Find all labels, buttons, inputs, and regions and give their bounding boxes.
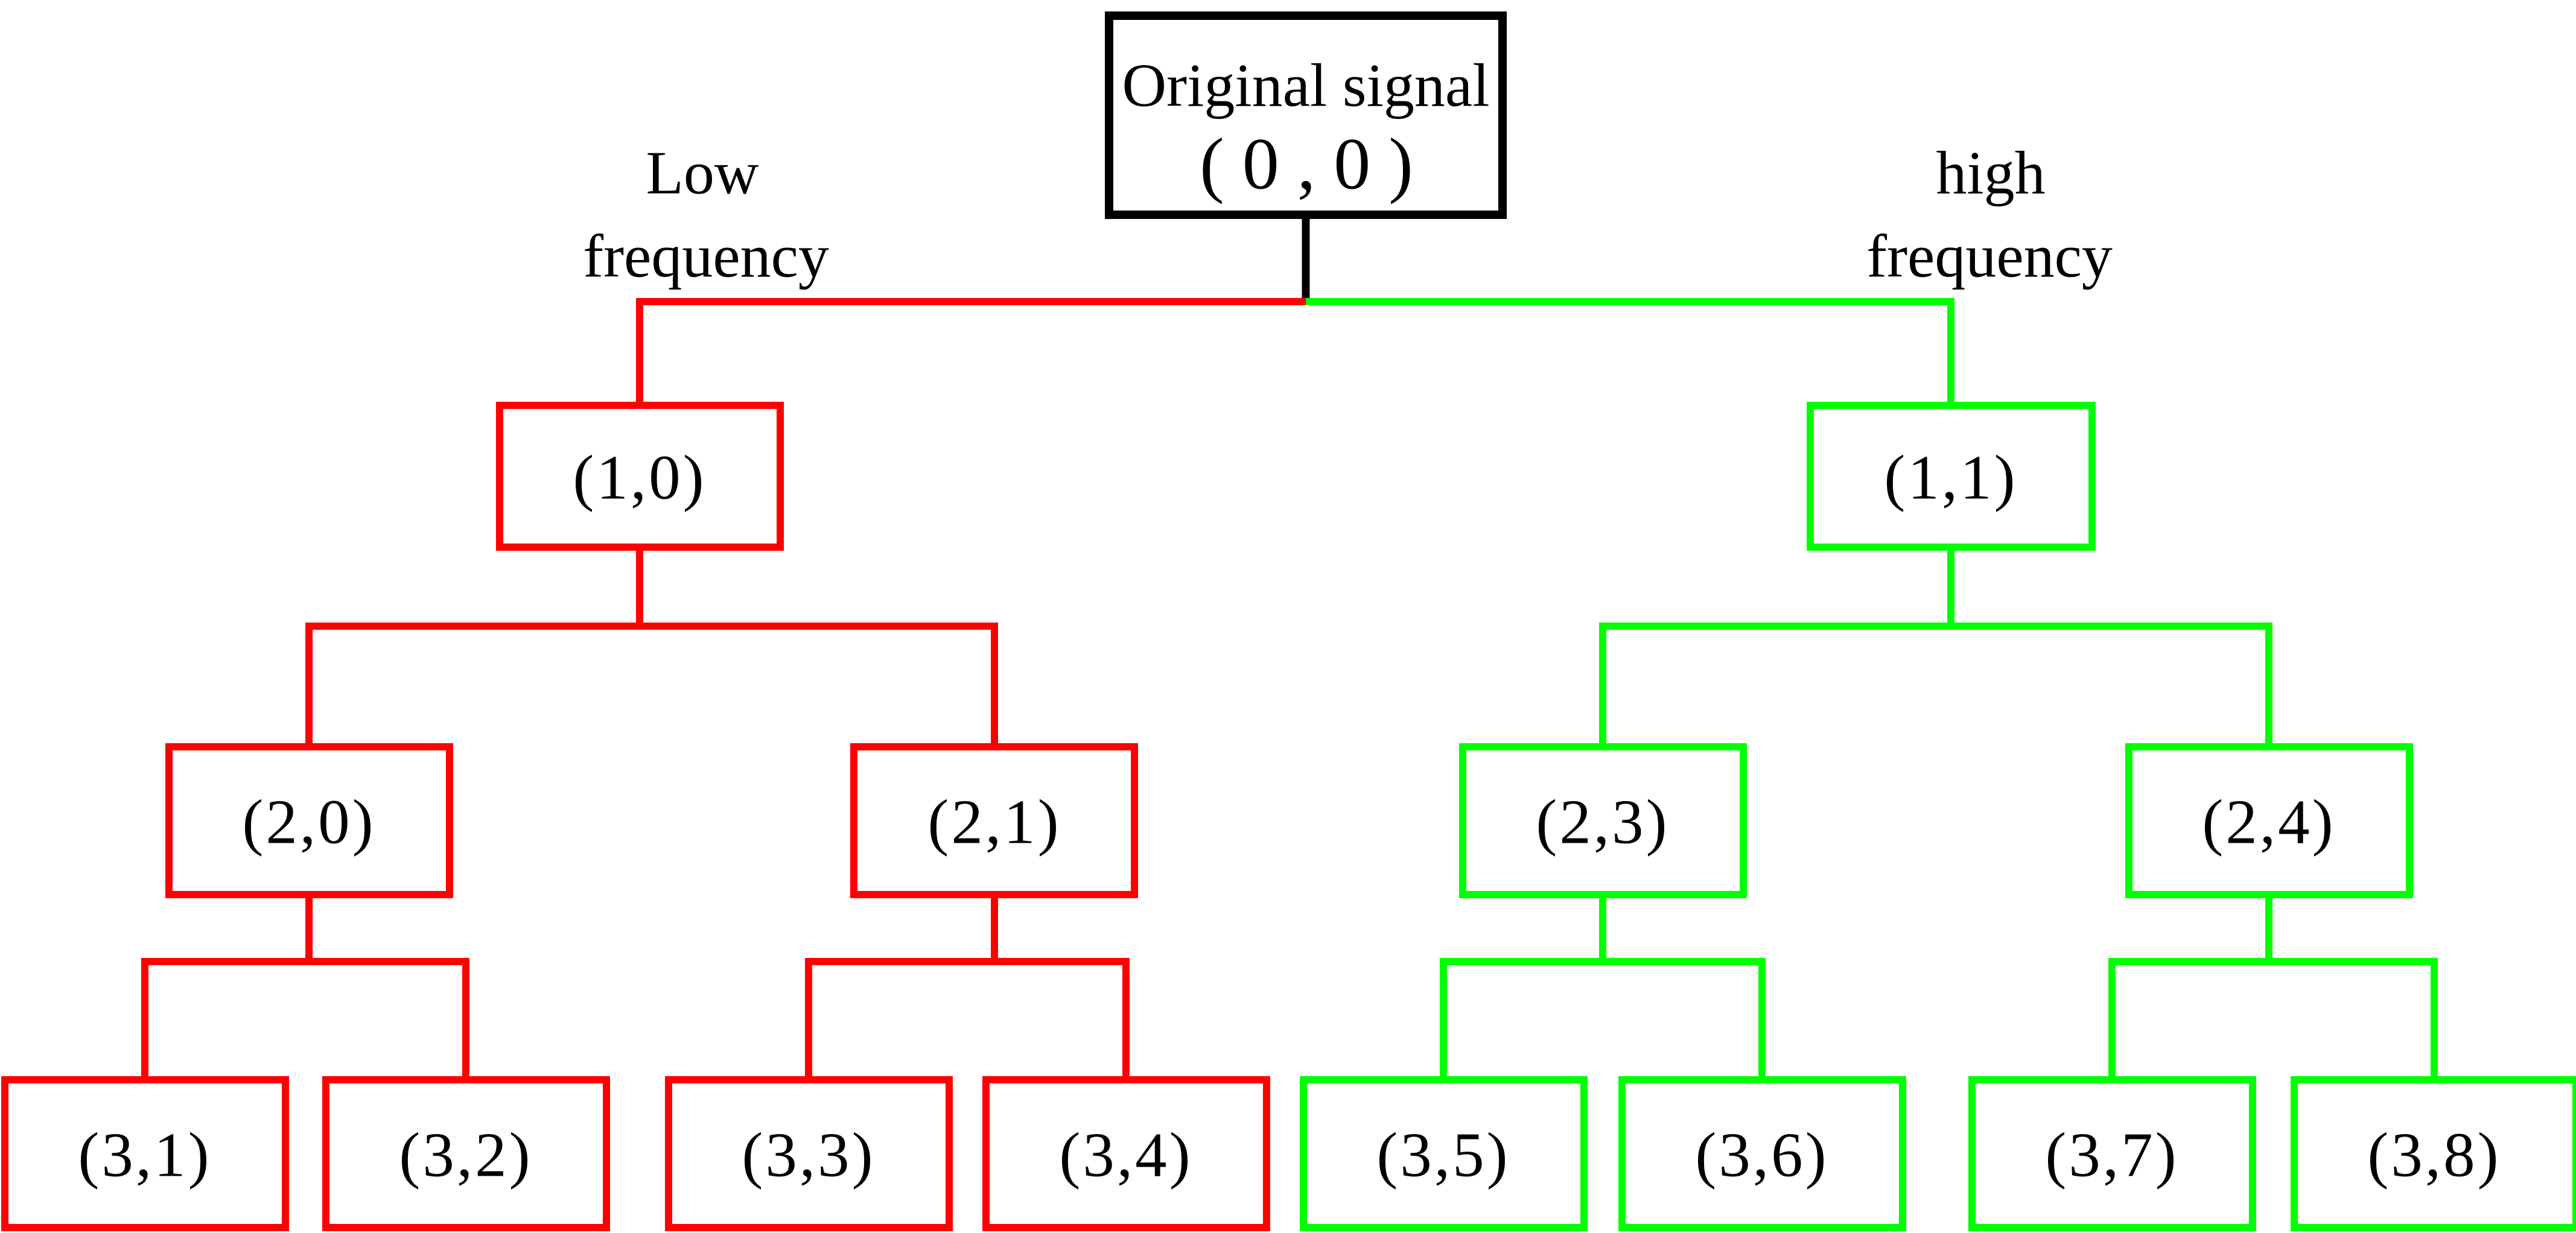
node-3-3-label: (3,3) — [742, 1120, 875, 1190]
node-3-1-label: (3,1) — [78, 1120, 211, 1190]
node-2-3-box — [1459, 743, 1747, 898]
connector-lines — [141, 214, 2438, 1080]
high-frequency-label-line2: frequency — [1866, 223, 2113, 291]
node-3-3-box — [665, 1076, 953, 1231]
node-2-4: (2,4) — [2125, 743, 2413, 898]
node-3-6-box — [1618, 1076, 1906, 1231]
node-3-5: (3,5) — [1300, 1076, 1588, 1231]
node-2-0-label: (2,0) — [242, 787, 375, 857]
node-root-label: (0,0) — [1200, 124, 1431, 205]
low-branch-elbow-connector — [636, 298, 1306, 405]
node-3-4-label: (3,4) — [1059, 1120, 1192, 1190]
node-1-0: (1,0) — [496, 402, 784, 551]
node-2-3: (2,3) — [1459, 743, 1747, 898]
node-1-1: (1,1) — [1807, 402, 2096, 551]
node-3-2-label: (3,2) — [399, 1120, 532, 1190]
node-root-box — [1105, 11, 1507, 219]
node-1-1-box — [1807, 402, 2096, 551]
low-level1-bracket-connector — [305, 623, 998, 747]
node-2-1-label: (2,1) — [927, 787, 1061, 857]
node-3-4: (3,4) — [982, 1076, 1270, 1231]
node-2-0-box — [165, 743, 453, 898]
high-frequency-annotation: high frequency — [1866, 139, 2113, 291]
high-level1-bracket-connector — [1599, 623, 2272, 747]
low-frequency-annotation: Low frequency — [583, 139, 829, 291]
high-level2-left-bracket-connector — [1440, 958, 1766, 1080]
high-frequency-label-line1: high — [1936, 139, 2045, 208]
node-3-8-box — [2291, 1076, 2576, 1231]
node-3-7: (3,7) — [1968, 1076, 2256, 1231]
low-level2-left-bracket-connector — [141, 958, 469, 1080]
node-2-4-box — [2125, 743, 2413, 898]
node-1-0-label: (1,0) — [573, 442, 706, 513]
node-2-4-label: (2,4) — [2202, 787, 2335, 857]
node-3-8-label: (3,8) — [2367, 1120, 2501, 1190]
node-2-3-label: (2,3) — [1536, 787, 1669, 857]
node-3-3: (3,3) — [665, 1076, 953, 1231]
node-3-6-label: (3,6) — [1695, 1120, 1828, 1190]
node-3-6: (3,6) — [1618, 1076, 1906, 1231]
node-3-7-box — [1968, 1076, 2256, 1231]
node-root-title: Original signal — [1122, 52, 1489, 120]
node-3-8: (3,8) — [2291, 1076, 2576, 1231]
node-3-1: (3,1) — [1, 1076, 289, 1231]
node-2-1-box — [850, 743, 1138, 898]
high-level2-right-bracket-connector — [2108, 958, 2438, 1080]
node-2-0: (2,0) — [165, 743, 453, 898]
node-3-1-box — [1, 1076, 289, 1231]
node-3-2-box — [322, 1076, 610, 1231]
low-frequency-label-line2: frequency — [583, 223, 829, 291]
node-root: Original signal (0,0) — [1105, 11, 1507, 219]
node-3-5-box — [1300, 1076, 1588, 1231]
low-level2-right-bracket-connector — [805, 958, 1130, 1080]
node-1-0-box — [496, 402, 784, 551]
high-branch-elbow-connector — [1306, 298, 1954, 405]
node-1-1-label: (1,1) — [1884, 442, 2017, 513]
node-3-4-box — [982, 1076, 1270, 1231]
node-3-2: (3,2) — [322, 1076, 610, 1231]
node-3-7-label: (3,7) — [2045, 1120, 2178, 1190]
node-3-5-label: (3,5) — [1376, 1120, 1510, 1190]
low-frequency-label-line1: Low — [646, 139, 759, 208]
node-2-1: (2,1) — [850, 743, 1138, 898]
